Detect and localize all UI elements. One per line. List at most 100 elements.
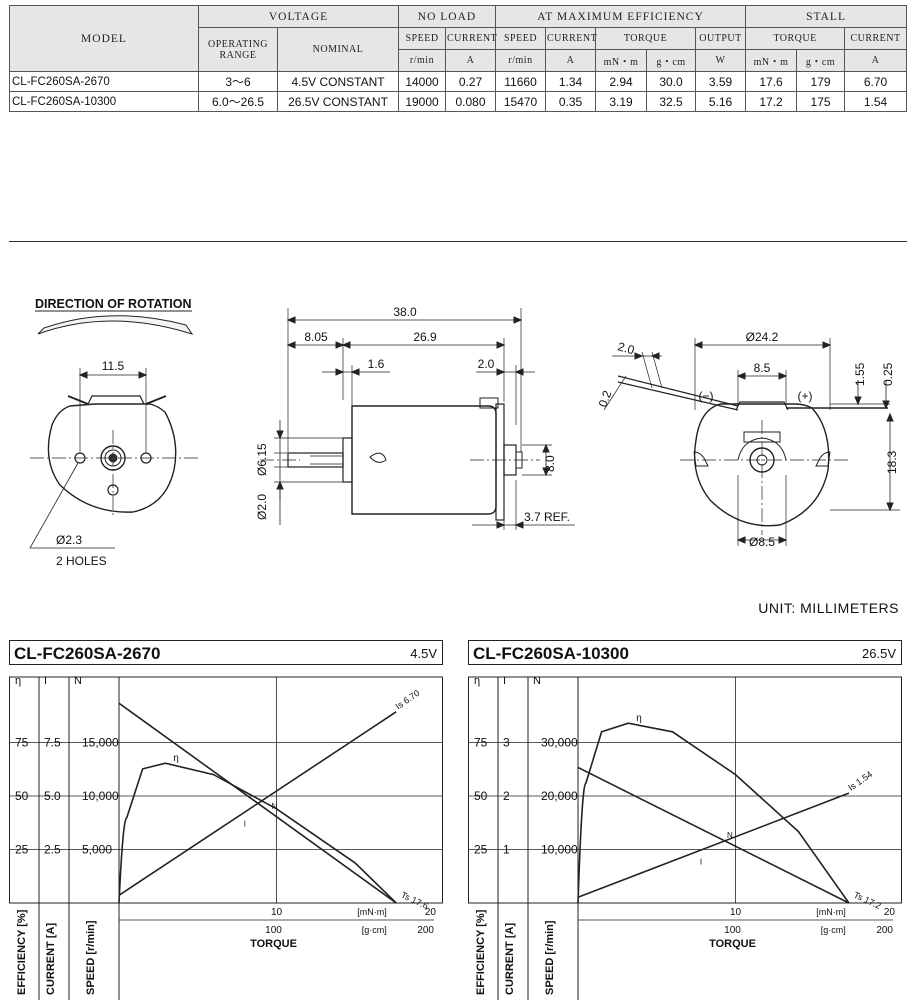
- cell-me-speed: 11660: [495, 71, 547, 92]
- dim-height-1: 1.55: [853, 362, 867, 386]
- series-efficiency-curve: [577, 722, 850, 904]
- cell-st-current: 1.54: [844, 91, 907, 112]
- terminal-plus-label: (+): [798, 389, 813, 403]
- section-divider: [9, 241, 907, 242]
- dim-hole-count: 2 HOLES: [56, 554, 107, 568]
- unit-me-current: A: [545, 49, 597, 72]
- y-axis-title: CURRENT [A]: [45, 923, 57, 995]
- hdr-st-current: CURRENT: [844, 27, 907, 50]
- unit-st-torque-gcm: g・cm: [796, 49, 846, 72]
- plot-border: [9, 676, 443, 904]
- cell-st-torque-gcm: 175: [796, 91, 846, 112]
- dim-body-dia: Ø24.2: [746, 330, 779, 344]
- series-efficiency-curve: [118, 762, 397, 904]
- y-tick-label: 50: [474, 789, 488, 803]
- plot-border: [468, 676, 902, 904]
- x-unit-label: [g·cm]: [362, 925, 387, 935]
- hdr-model: MODEL: [9, 5, 199, 72]
- unit-me-output: W: [695, 49, 747, 72]
- hdr-nominal: NOMINAL: [276, 27, 400, 72]
- y-tick-label: 7.5: [44, 736, 61, 750]
- series-current-line: [577, 792, 850, 899]
- cell-nl-speed: 19000: [398, 91, 447, 112]
- axis-symbol: η: [474, 675, 480, 687]
- dim-height-2: 0.25: [881, 362, 895, 386]
- x-tick-label: 20: [884, 907, 896, 918]
- cell-nominal: 4.5V CONSTANT: [276, 71, 400, 92]
- dim-terminal-thickness: 0.2: [596, 388, 615, 409]
- dim-overall-length: 38.0: [393, 305, 417, 319]
- cell-nl-current: 0.27: [445, 71, 497, 92]
- y-axis-title: SPEED [r/min]: [85, 920, 97, 995]
- side-view-drawing: 38.0 8.05 26.9 1.6 2.0 Ø6.15 Ø2.0 8.0 3.…: [255, 305, 575, 530]
- cell-nl-current: 0.080: [445, 91, 497, 112]
- y-tick-label: 20,000: [541, 789, 578, 803]
- y-axis-title: EFFICIENCY [%]: [16, 909, 28, 995]
- hdr-st-torque: TORQUE: [745, 27, 846, 50]
- dim-flange-1: 1.6: [368, 357, 385, 371]
- speed-curve-label: N: [727, 831, 733, 840]
- dim-ref-length: 3.7 REF.: [524, 510, 570, 524]
- spec-table: MODEL VOLTAGE NO LOAD AT MAXIMUM EFFICIE…: [9, 5, 907, 112]
- y-axis-title: SPEED [r/min]: [544, 920, 556, 995]
- dim-terminal-spacing: 8.5: [754, 361, 771, 375]
- current-curve-label: I: [700, 857, 702, 866]
- hdr-no-load: NO LOAD: [398, 5, 497, 28]
- x-unit-label: [g·cm]: [821, 925, 846, 935]
- series-current-line: [118, 711, 397, 896]
- y-tick-label: 2.5: [44, 843, 61, 857]
- unit-note: UNIT: MILLIMETERS: [758, 600, 899, 616]
- cell-me-current: 1.34: [545, 71, 597, 92]
- stall-current-label: Is 1.54: [846, 769, 874, 793]
- dim-hole-dia: Ø2.3: [56, 533, 82, 547]
- cell-range: 6.0〜26.5: [198, 91, 278, 112]
- hdr-voltage: VOLTAGE: [197, 5, 400, 28]
- axis-symbol: I: [503, 675, 506, 687]
- x-tick-label: 200: [417, 925, 434, 936]
- cell-range: 3〜6: [198, 71, 278, 92]
- stall-torque-label: Ts 17.2: [852, 890, 883, 911]
- stall-current-label: Is 6.70: [394, 688, 422, 712]
- dim-shaft-length: 8.05: [304, 330, 328, 344]
- cell-me-speed: 15470: [495, 91, 547, 112]
- current-curve-label: I: [244, 820, 246, 829]
- series-speed-line: [577, 766, 850, 904]
- y-tick-label: 30,000: [541, 736, 578, 750]
- cell-st-torque-mnm: 17.6: [745, 71, 798, 92]
- cell-st-torque-mnm: 17.2: [745, 91, 798, 112]
- x-unit-label: [mN·m]: [357, 907, 387, 917]
- speed-curve-label: N: [271, 802, 277, 811]
- x-tick-label: 20: [425, 907, 437, 918]
- x-tick-label: 100: [724, 925, 741, 936]
- rear-view-drawing: 2.0 0.2 Ø24.2 8.5 (−) (+) 1.55 0.25 18.3…: [596, 330, 900, 549]
- dim-terminal-width: 2.0: [616, 339, 636, 357]
- unit-st-current: A: [844, 49, 907, 72]
- x-axis-title: TORQUE: [250, 938, 297, 950]
- unit-nl-speed: r/min: [398, 49, 447, 72]
- y-axis-title: CURRENT [A]: [504, 923, 516, 995]
- x-axis-title: TORQUE: [709, 938, 756, 950]
- chart-voltage: 26.5V: [862, 646, 896, 661]
- direction-label: DIRECTION OF ROTATION: [35, 297, 191, 311]
- table-row: CL-FC260SA-10300 6.0〜26.5 26.5V CONSTANT…: [9, 91, 907, 112]
- unit-nl-current: A: [445, 49, 497, 72]
- y-tick-label: 5,000: [82, 843, 112, 857]
- dim-flange-dia: Ø6.15: [255, 443, 269, 476]
- hdr-stall: STALL: [745, 5, 907, 28]
- y-tick-label: 75: [15, 736, 29, 750]
- unit-st-torque-mnm: mN・m: [745, 49, 798, 72]
- x-tick-label: 10: [271, 907, 283, 918]
- cell-me-torque-mnm: 2.94: [595, 71, 648, 92]
- y-tick-label: 50: [15, 789, 29, 803]
- unit-me-speed: r/min: [495, 49, 547, 72]
- hdr-me-output: OUTPUT: [695, 27, 747, 50]
- chart-title: CL-FC260SA-2670: [14, 644, 160, 663]
- cell-model: CL-FC260SA-2670: [9, 71, 199, 92]
- y-tick-label: 3: [503, 736, 510, 750]
- cell-me-output: 3.59: [695, 71, 747, 92]
- x-tick-label: 10: [730, 907, 742, 918]
